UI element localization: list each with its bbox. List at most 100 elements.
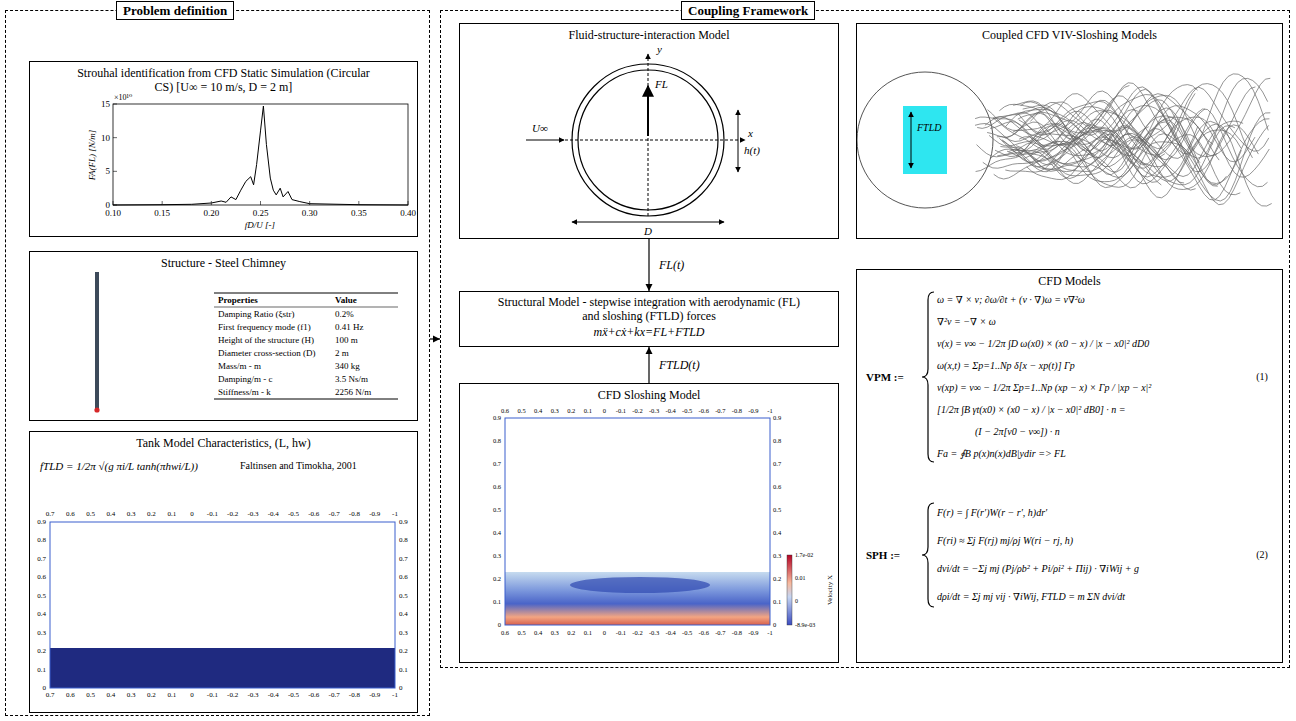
cylinder <box>526 54 745 222</box>
tick-label: 0.7 <box>46 510 55 518</box>
tick-label: 0.2 <box>147 510 156 518</box>
tick-label: 0.5 <box>86 510 95 518</box>
symbol-label: FL <box>655 78 668 91</box>
wake-stroke <box>990 109 1205 160</box>
wake-stroke <box>1024 119 1269 200</box>
colorbar-label: 0.01 <box>795 575 806 582</box>
tick-label: 0.8 <box>493 437 501 444</box>
tick-label: 0 <box>399 684 403 692</box>
tick-label: 0.2 <box>493 575 501 582</box>
velocity-patch <box>570 577 710 593</box>
tick-label: -0.3 <box>649 629 659 636</box>
table-cell: Mass/m - m <box>218 361 261 371</box>
tick-label: -1 <box>767 629 772 636</box>
tick-label: 0.5 <box>493 506 501 513</box>
table-cell: Properties <box>218 295 258 305</box>
group-panel: Coupling FrameworkFluid-structure-intera… <box>440 10 1290 668</box>
tld-tank <box>903 106 947 174</box>
tick-label: 0.4 <box>107 691 116 699</box>
tick-label: 0 <box>603 629 606 636</box>
wake-stroke <box>977 107 1102 133</box>
equation: F(r) = ∫ F(r′)W(r − r′, h)dr′ <box>937 507 1047 519</box>
tick-label: 0.5 <box>37 592 46 600</box>
tick <box>113 104 117 105</box>
tick-label: -1 <box>392 691 398 699</box>
tick-label: 0.7 <box>493 460 501 467</box>
tick-label: 0.2 <box>567 407 575 414</box>
tick-label: 0.3 <box>493 552 501 559</box>
tick-label: -0.5 <box>682 629 692 636</box>
tick-label: -0.9 <box>748 407 758 414</box>
tick-label: -1 <box>767 407 772 414</box>
tick-label: -0.6 <box>308 510 319 518</box>
panel-title: Coupling Framework <box>681 1 815 20</box>
wake-stroke <box>989 117 1219 160</box>
tick <box>113 201 114 205</box>
wake-stroke <box>987 100 1217 157</box>
tick-label: -0.6 <box>699 407 709 414</box>
tick-label: -0.7 <box>715 407 725 414</box>
tick-label: 0.1 <box>167 510 176 518</box>
tick-label: 0.8 <box>773 437 781 444</box>
tick-label: -0.5 <box>288 510 299 518</box>
tick-label: 0.3 <box>399 629 408 637</box>
colorbar-label: -8.9e-03 <box>795 622 815 629</box>
wake-stroke <box>1013 74 1268 154</box>
spectrum-curve <box>113 106 408 205</box>
equation: v(x) = v∞ − 1/2π ∫D ω(x0) × (x0 − x) / |… <box>937 338 1149 350</box>
tick-label: 0.2 <box>773 575 781 582</box>
tick-label: 0.7 <box>773 460 781 467</box>
tick-label: -0.2 <box>227 691 238 699</box>
tick-label: 0.1 <box>167 691 176 699</box>
tank-water <box>50 648 395 688</box>
tick-label: -0.4 <box>665 407 675 414</box>
model-name: VPM := <box>866 371 904 384</box>
cylinder-section <box>857 72 993 208</box>
edge-label: FL(t) <box>657 258 686 273</box>
sloshing-field <box>505 572 770 625</box>
tick-label: 0.9 <box>399 518 408 526</box>
wake-stroke <box>1019 127 1184 183</box>
tick-label: 0.4 <box>773 529 781 536</box>
tick-label: 0.1 <box>399 666 408 674</box>
table-cell: 0.2% <box>335 309 354 319</box>
brace <box>922 292 934 462</box>
tick-label: 0.1 <box>773 598 781 605</box>
axis-label: fD/U [-] <box>245 220 275 230</box>
tick-label: 0.6 <box>66 510 75 518</box>
tick-label: -0.1 <box>207 691 218 699</box>
axis-label: FA(FL) [N/m] <box>87 130 97 181</box>
tick-label: -0.3 <box>649 407 659 414</box>
table-cell: First frequency mode (f1) <box>218 322 311 332</box>
box-title: Strouhal identification from CFD Static … <box>30 62 417 94</box>
tick-label: 0.3 <box>127 510 136 518</box>
tick-label: 0.6 <box>37 573 46 581</box>
tick-label: 0.6 <box>493 483 501 490</box>
arrowhead <box>433 336 440 343</box>
tick-label: 0.3 <box>37 629 46 637</box>
tick-label: 0 <box>43 684 47 692</box>
tick-label: 0.4 <box>399 610 408 618</box>
equation: dvi/dt = −Σj mj (Pj/ρb² + Pi/ρi² + Πij) … <box>937 563 1139 575</box>
model-box: Structural Model - stepwise integration … <box>459 291 839 347</box>
tick-label: 0.4 <box>107 510 116 518</box>
model-box: Tank Model Characteristics, (L, hw) <box>29 431 418 713</box>
wake-stroke <box>1018 94 1213 145</box>
brace <box>922 503 934 607</box>
tick-label: 0.8 <box>399 536 408 544</box>
tick-label: -0.6 <box>699 629 709 636</box>
tick-label: -0.3 <box>247 691 258 699</box>
equation: F(ri) ≈ Σj F(rj) mj/ρj W(ri − rj, h) <box>937 535 1073 547</box>
tick-label: -0.1 <box>207 510 218 518</box>
tick-label: 0.9 <box>493 414 501 421</box>
tick-label: -0.8 <box>732 629 742 636</box>
tick-label: 0.2 <box>567 629 575 636</box>
box-title: Fluid-structure-interaction Model <box>460 24 838 42</box>
tick-label: 0.4 <box>37 610 46 618</box>
model-box: CFD Sloshing Model <box>459 383 839 663</box>
tick-label: 0.9 <box>37 518 46 526</box>
tick-label: -0.9 <box>369 510 380 518</box>
tick-label: 0.4 <box>493 529 501 536</box>
wake-stroke <box>990 126 1235 185</box>
